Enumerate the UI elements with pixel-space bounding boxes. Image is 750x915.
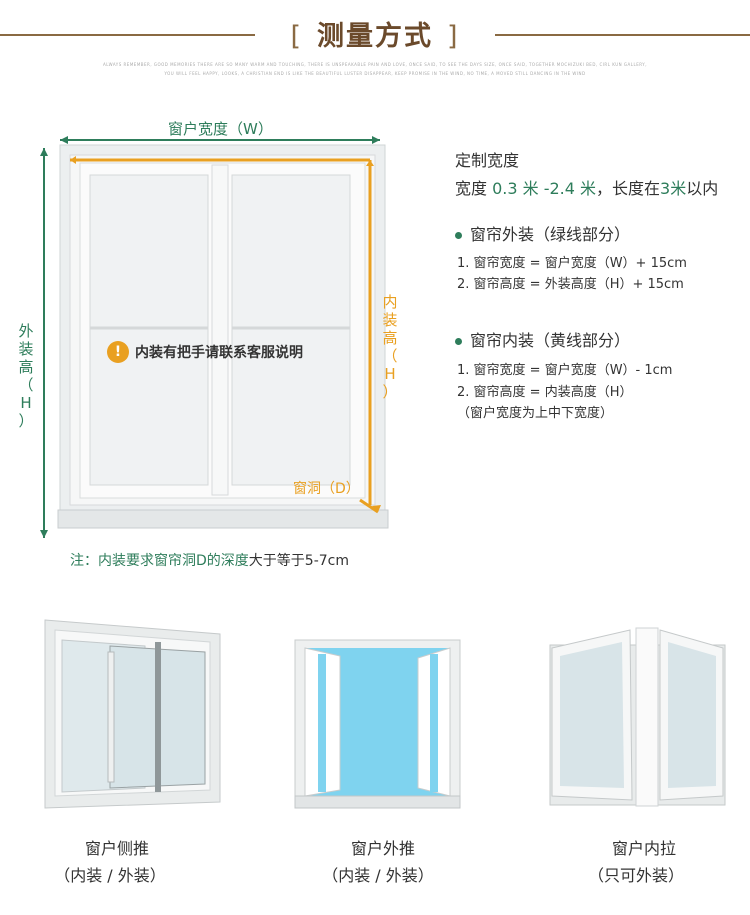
inward-window-image: [549, 627, 726, 807]
window-type-install-3: （只可外装）: [587, 866, 684, 885]
header-line-left: [0, 34, 255, 36]
outer-install-title: 窗帘外装（绿线部分）: [455, 221, 630, 245]
outer-line-2: 2. 窗帘高度 = 外装高度（H）+ 15cm: [457, 277, 684, 292]
inner-line-3: （窗户宽度为上中下宽度）: [457, 406, 614, 421]
header-line-right: [495, 34, 750, 36]
page-title: [测量方式]: [290, 21, 460, 52]
inner-line-1: 1. 窗帘宽度 = 窗户宽度（W）- 1cm: [457, 363, 673, 378]
handle-warning: ! 内装有把手请联系客服说明: [107, 341, 303, 363]
bullet-icon: [455, 232, 462, 239]
outer-line-1: 1. 窗帘宽度 = 窗户宽度（W）+ 15cm: [457, 256, 687, 271]
title-text: 测量方式: [317, 21, 433, 52]
inner-height-label: 内 装 高 （ H ）: [382, 293, 398, 401]
window-type-name-3: 窗户内拉: [611, 839, 676, 858]
outward-window-image: [294, 639, 461, 809]
inner-install-title: 窗帘内装（黄线部分）: [455, 327, 630, 351]
bullet-icon: [455, 338, 462, 345]
width-range-line: 宽度 0.3 米 -2.4 米，长度在3米以内: [455, 179, 719, 198]
window-type-name-2: 窗户外推: [350, 839, 415, 858]
window-type-install-1: （内装 / 外装）: [54, 866, 166, 885]
tagline-2: YOU WILL FEEL HAPPY, LOOKS, A CHRISTIAN …: [164, 71, 586, 76]
warning-icon: !: [107, 341, 129, 363]
tagline-1: ALWAYS REMEMBER, GOOD MEMORIES THERE ARE…: [103, 62, 647, 67]
window-hole-label: 窗洞（D）: [293, 481, 360, 497]
measurement-diagram: [40, 136, 389, 538]
window-type-name-1: 窗户侧推: [84, 839, 149, 858]
note-highlight: 深度: [220, 553, 249, 569]
inner-line-2: 2. 窗帘高度 = 内装高度（H）: [457, 385, 633, 400]
window-type-install-2: （内装 / 外装）: [322, 866, 434, 885]
window-width-label: 窗户宽度（W）: [168, 120, 273, 138]
outer-height-label: 外 装 高 （ H ）: [18, 322, 34, 430]
warning-text: 内装有把手请联系客服说明: [135, 345, 303, 361]
custom-width-title: 定制宽度: [455, 151, 520, 170]
depth-note: 注：内装要求窗帘洞D的深度大于等于5-7cm: [70, 553, 349, 569]
sliding-window-image: [44, 619, 221, 809]
